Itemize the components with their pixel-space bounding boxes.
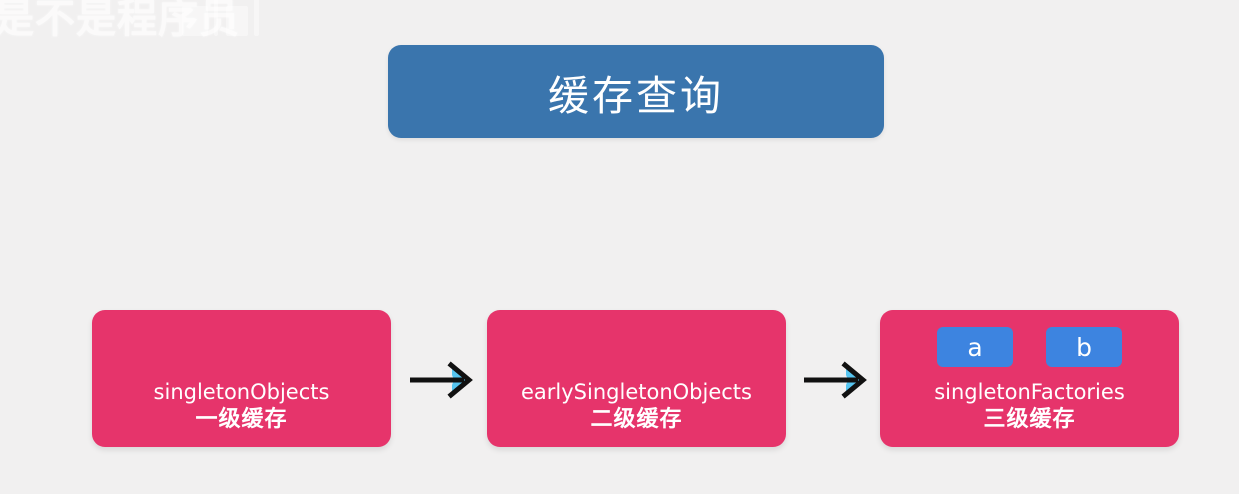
cache-box-level: 三级缓存 [983, 407, 1076, 433]
cache-box-level: 一级缓存 [195, 407, 288, 433]
cache-box-singleton-objects[interactable]: singletonObjects 一级缓存 [92, 310, 391, 447]
cache-box-name: singletonObjects [153, 380, 330, 405]
cache-box-name: singletonFactories [934, 380, 1125, 405]
diagram-title-box: 缓存查询 [388, 45, 884, 138]
bean-chip-a[interactable]: a [937, 327, 1013, 367]
arrow-right-icon-1 [408, 358, 478, 402]
cache-box-level: 二级缓存 [590, 407, 683, 433]
bean-chip-row: a b [880, 327, 1179, 367]
arrow-right-icon-2 [802, 358, 872, 402]
bean-chip-b[interactable]: b [1046, 327, 1122, 367]
cache-box-name: earlySingletonObjects [521, 380, 752, 405]
cache-box-early-singleton-objects[interactable]: earlySingletonObjects 二级缓存 [487, 310, 786, 447]
page-title: 缓存查询 [548, 71, 724, 120]
cache-box-singleton-factories[interactable]: a b singletonFactories 三级缓存 [880, 310, 1179, 447]
watermark-logo-icon [178, 0, 264, 36]
watermark-text: 是不是程序员 [0, 0, 240, 41]
